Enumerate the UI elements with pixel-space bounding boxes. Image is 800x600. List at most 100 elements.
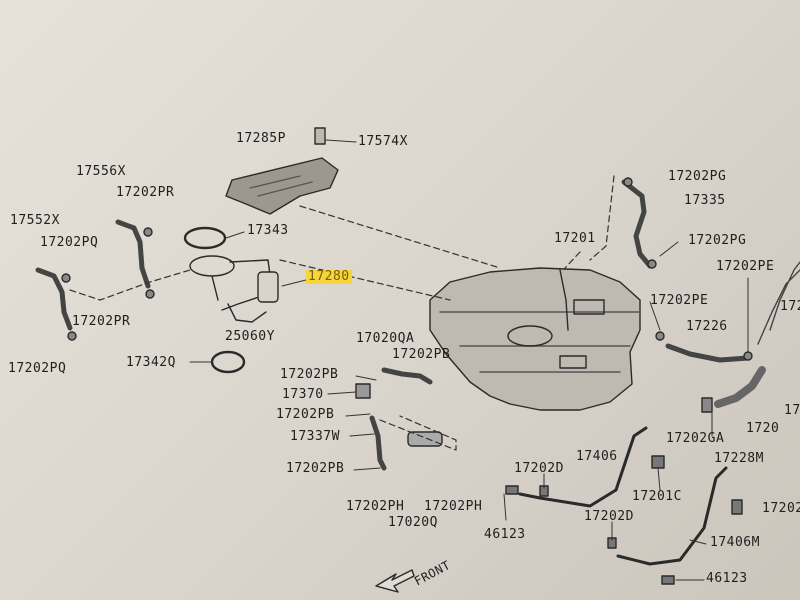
label-17020qa: 17020QA: [356, 331, 415, 346]
label-17370: 17370: [282, 387, 324, 402]
label-17556x: 17556X: [76, 164, 126, 179]
vent-hose-17337w-shape: [369, 415, 387, 471]
label-17202pe-1: 17202PE: [716, 259, 775, 274]
leader-17202pg-2: [659, 241, 679, 257]
fuel-tank-outline: [429, 267, 641, 411]
label-17202pb-1: 17202PB: [392, 347, 451, 362]
clamp-ga: [701, 397, 713, 413]
leader-17370: [327, 391, 357, 395]
clamp-pr-top: [143, 227, 153, 237]
label-17202pb-2: 17202PB: [280, 367, 339, 382]
bolt-46123-1: [505, 485, 519, 495]
pump-flange: [189, 255, 235, 277]
filler-hose-17228m: [714, 366, 766, 408]
label-172-edge: 172: [780, 299, 800, 314]
connector-17020q-shape: [407, 431, 443, 447]
label-17337w: 17337W: [290, 429, 340, 444]
bracket-17406-shape: [518, 426, 648, 508]
fuel-tank-pad-1: [573, 299, 605, 315]
label-17201: 17201: [554, 231, 596, 246]
dash-connector: [379, 415, 457, 451]
leader-17202pb-4: [353, 467, 381, 471]
vent-hose-17020qa: [381, 367, 433, 385]
label-25060y: 25060Y: [225, 329, 275, 344]
label-17552x: 17552X: [10, 213, 60, 228]
bolt-46123-2: [661, 575, 675, 585]
label-17343: 17343: [247, 223, 289, 238]
leader-46123-1: [503, 493, 507, 521]
heat-shield-shape: [225, 157, 339, 215]
label-17202ph-2: 17202PH: [424, 499, 483, 514]
clip-17574x-shape: [314, 127, 326, 145]
nut-17201c: [651, 455, 665, 469]
fuel-tank-pad-2: [559, 355, 587, 369]
leader-17337w: [349, 433, 375, 437]
label-17228m: 17228M: [714, 451, 764, 466]
label-17202ph-1: 17202PH: [346, 499, 405, 514]
dash-17201: [564, 251, 581, 269]
label-17202pb-4: 17202PB: [286, 461, 345, 476]
label-17406: 17406: [576, 449, 618, 464]
bolt-right: [731, 499, 743, 515]
fuel-tank-pump-opening: [507, 325, 553, 347]
label-17335: 17335: [684, 193, 726, 208]
leader-17201c: [657, 467, 661, 491]
leader-17343: [225, 231, 245, 239]
leader-17202pe-2: [649, 301, 661, 331]
label-17020q: 17020Q: [388, 515, 438, 530]
label-17280-highlighted: 17280: [306, 269, 352, 284]
fuel-tank-seam: [439, 311, 641, 373]
label-17342q: 17342Q: [126, 355, 176, 370]
leader-17574x: [325, 139, 357, 143]
gasket-17342q-shape: [210, 350, 246, 374]
clamp-pg-bottom: [647, 259, 657, 269]
dash-shield-to-tank: [299, 205, 501, 269]
pipe-17335-shape: [621, 179, 653, 269]
pump-body-shape: [257, 271, 279, 303]
leader-17280: [281, 279, 307, 287]
dash-pipe-top: [589, 175, 615, 261]
leader-17406m: [689, 539, 707, 545]
dash-hoses: [69, 269, 191, 301]
label-17202d-2: 17202D: [584, 509, 634, 524]
label-17202-right: 17202: [762, 501, 800, 516]
label-17202ga: 17202GA: [666, 431, 725, 446]
clamp-pg-top: [623, 177, 633, 187]
hose-17556x-shape: [115, 219, 151, 289]
hose-17552x-shape: [35, 267, 73, 331]
front-arrow-icon: [375, 569, 415, 593]
label-17202d-1: 17202D: [514, 461, 564, 476]
lock-ring-17343-shape: [183, 226, 227, 250]
label-17-edge: 17: [784, 403, 800, 418]
clamp-pr-bottom: [145, 289, 155, 299]
bracket-17406m-shape: [616, 466, 728, 566]
fuel-tank-pipe: [559, 269, 569, 331]
label-46123-1: 46123: [484, 527, 526, 542]
label-17202pr-bottom: 17202PR: [72, 314, 131, 329]
leader-17202pb-3: [345, 413, 371, 417]
label-17202pq-top: 17202PQ: [40, 235, 99, 250]
label-17202pb-3: 17202PB: [276, 407, 335, 422]
sender-wire-25060Y: [227, 303, 267, 323]
label-17202pe-2: 17202PE: [650, 293, 709, 308]
label-17574x: 17574X: [358, 134, 408, 149]
clamp-pe-2: [743, 351, 753, 361]
label-17202pq-bottom: 17202PQ: [8, 361, 67, 376]
clamp-pq-top: [61, 273, 71, 283]
label-17202pg-2: 17202PG: [688, 233, 747, 248]
label-17226: 17226: [686, 319, 728, 334]
label-17201c: 17201C: [632, 489, 682, 504]
label-17285p: 17285P: [236, 131, 286, 146]
filler-neck-right: [757, 261, 800, 345]
label-17202-edge: 1720: [746, 421, 780, 436]
label-17202pg-1: 17202PG: [668, 169, 727, 184]
hose-17226-shape: [665, 343, 751, 363]
label-17406m: 17406M: [710, 535, 760, 550]
valve-17370-shape: [355, 383, 371, 399]
heat-shield-detail: [249, 175, 313, 197]
dash-pump-to-tank: [279, 259, 451, 301]
label-46123-2: 46123: [706, 571, 748, 586]
label-17202pr-top: 17202PR: [116, 185, 175, 200]
